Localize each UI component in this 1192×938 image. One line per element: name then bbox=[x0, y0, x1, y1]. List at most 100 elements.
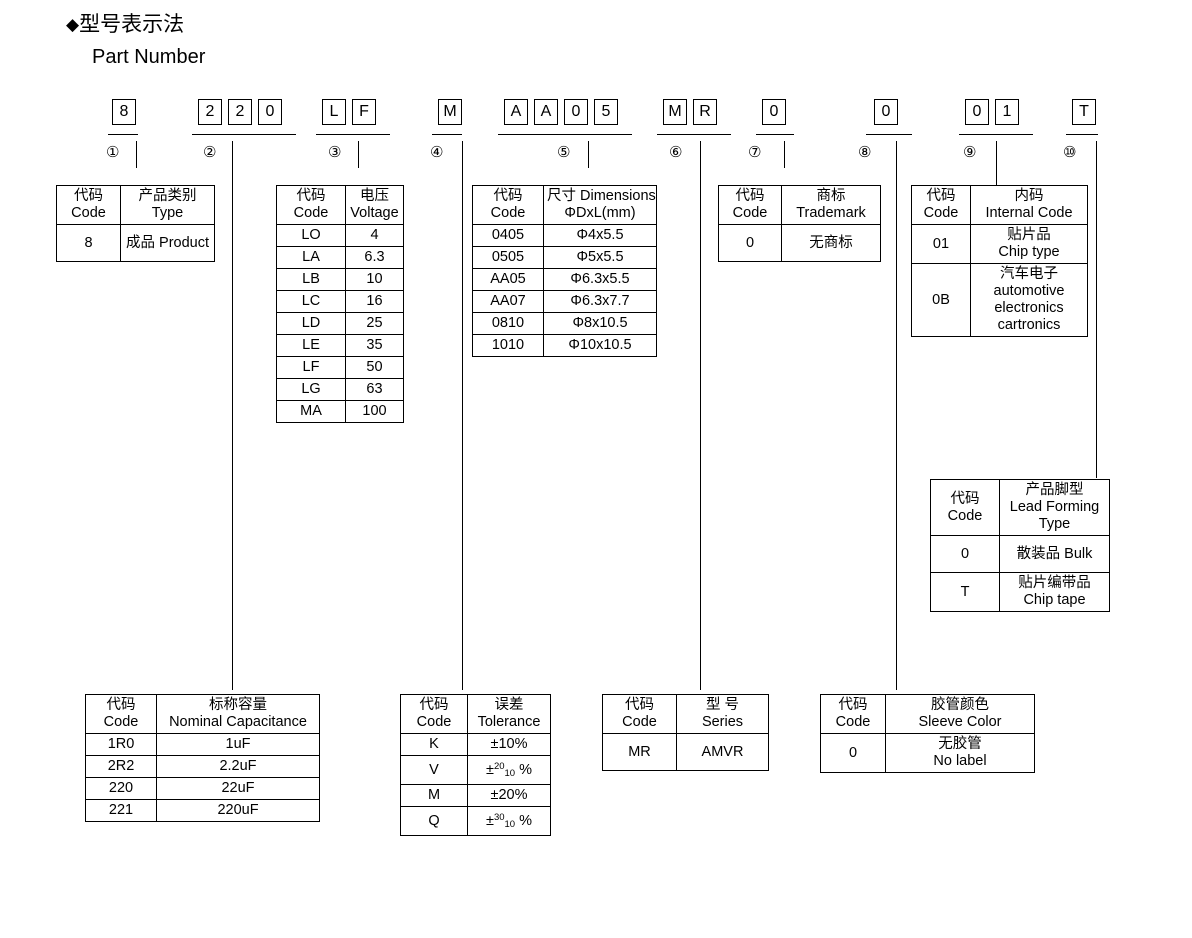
cell-code: 0B bbox=[911, 263, 971, 337]
cell-code: V bbox=[400, 755, 468, 785]
part-number-char: 1 bbox=[995, 99, 1019, 125]
cell-value: ±3010 % bbox=[467, 806, 551, 836]
cell-value: AMVR bbox=[676, 733, 769, 771]
table-row: MR AMVR bbox=[602, 733, 769, 771]
header-value-cn: 商标 bbox=[816, 188, 846, 204]
table-trademark: 代码 Code 商标 Trademark 0 无商标 bbox=[718, 185, 881, 262]
header-code-cn: 代码 bbox=[735, 188, 765, 204]
cell-code: LA bbox=[276, 246, 346, 269]
header-value-en: Sleeve Color bbox=[918, 714, 1002, 730]
header-code-en: Code bbox=[103, 714, 139, 730]
header-value: 误差 Tolerance bbox=[467, 694, 551, 734]
cell-code: AA07 bbox=[472, 290, 544, 313]
table-series: 代码 Code 型 号 Series MR AMVR bbox=[602, 694, 769, 771]
cell-code: 1R0 bbox=[85, 733, 157, 756]
cell-code: MR bbox=[602, 733, 677, 771]
header-value-en: ΦDxL(mm) bbox=[564, 205, 636, 221]
cell-value: Φ6.3x7.7 bbox=[543, 290, 657, 313]
cell-value: ±20% bbox=[467, 784, 551, 807]
cell-code: 0 bbox=[930, 535, 1000, 573]
cell-code: LF bbox=[276, 356, 346, 379]
header-code: 代码 Code bbox=[56, 185, 121, 225]
part-number-char: T bbox=[1072, 99, 1096, 125]
cell-value: 贴片编带品 Chip tape bbox=[999, 572, 1110, 612]
group-index-9: ⑨ bbox=[963, 144, 977, 161]
header-code: 代码 Code bbox=[718, 185, 782, 225]
connector-line bbox=[136, 141, 137, 168]
group-underline bbox=[756, 134, 794, 135]
header-code-cn: 代码 bbox=[950, 490, 980, 507]
cell-code: K bbox=[400, 733, 468, 756]
group-index-4: ④ bbox=[430, 144, 444, 161]
part-number-char: 0 bbox=[965, 99, 989, 125]
cell-value-line3: electronics bbox=[994, 300, 1064, 316]
cell-value: 无胶管 No label bbox=[885, 733, 1035, 773]
header-value-cn: 内码 bbox=[1014, 188, 1044, 204]
header-code-en: Code bbox=[732, 205, 768, 221]
header-code-en: Code bbox=[947, 507, 983, 524]
header-code-cn: 代码 bbox=[106, 697, 136, 713]
group-underline bbox=[1066, 134, 1098, 135]
cell-code: LO bbox=[276, 224, 346, 247]
cell-code: LD bbox=[276, 312, 346, 335]
header-code-en: Code bbox=[416, 714, 452, 730]
table-row: 01 贴片品 Chip type bbox=[911, 224, 1088, 264]
cell-value: 1uF bbox=[156, 733, 320, 756]
cell-value: 散装品 Bulk bbox=[999, 535, 1110, 573]
connector-line bbox=[700, 141, 701, 690]
part-number-char: 0 bbox=[762, 99, 786, 125]
header-value: 产品脚型 Lead Forming Type bbox=[999, 479, 1110, 536]
group-underline bbox=[432, 134, 462, 135]
group-underline bbox=[108, 134, 138, 135]
connector-line bbox=[1096, 141, 1097, 478]
header-value: 胶管颜色 Sleeve Color bbox=[885, 694, 1035, 734]
header-value-en: Tolerance bbox=[477, 714, 541, 730]
group-underline bbox=[498, 134, 632, 135]
cell-value-line2: Chip tape bbox=[1023, 592, 1086, 608]
cell-value-line1: 无胶管 bbox=[938, 736, 982, 752]
cell-code: LB bbox=[276, 268, 346, 291]
cell-value-line1: 贴片编带品 bbox=[1018, 575, 1091, 591]
cell-value: 无商标 bbox=[781, 224, 881, 262]
cell-value: 汽车电子 automotive electronics cartronics bbox=[970, 263, 1088, 337]
group-index-6: ⑥ bbox=[669, 144, 683, 161]
table-type: 代码 Code 产品类别 Type 8 成品 Product bbox=[56, 185, 215, 262]
table-row: 8 成品 Product bbox=[56, 224, 215, 262]
cell-value: Φ5x5.5 bbox=[543, 246, 657, 269]
cell-value: 2.2uF bbox=[156, 755, 320, 778]
table-row-header: 代码 Code 误差 Tolerance bbox=[400, 694, 551, 734]
header-code-cn: 代码 bbox=[493, 188, 523, 204]
heading-chinese: ◆型号表示法 bbox=[66, 12, 205, 38]
connector-line bbox=[462, 141, 463, 690]
cell-code: MA bbox=[276, 400, 346, 423]
cell-code: M bbox=[400, 784, 468, 807]
cell-code: 0405 bbox=[472, 224, 544, 247]
group-index-8: ⑧ bbox=[858, 144, 872, 161]
header-value: 产品类别 Type bbox=[120, 185, 215, 225]
header-code: 代码 Code bbox=[276, 185, 346, 225]
header-value-en: Voltage bbox=[350, 205, 399, 221]
cell-value: 220uF bbox=[156, 799, 320, 822]
cell-code: T bbox=[930, 572, 1000, 612]
header-value-cn: 尺寸 Dimensions bbox=[547, 188, 656, 204]
table-row: Q±3010 % bbox=[400, 806, 551, 836]
table-row: 0 无胶管 No label bbox=[820, 733, 1035, 773]
cell-code: 1010 bbox=[472, 334, 544, 357]
tolerance-upper: 30 bbox=[493, 812, 505, 823]
cell-code: LE bbox=[276, 334, 346, 357]
connector-line bbox=[232, 141, 233, 690]
cell-value: 25 bbox=[345, 312, 404, 335]
cell-value: 10 bbox=[345, 268, 404, 291]
